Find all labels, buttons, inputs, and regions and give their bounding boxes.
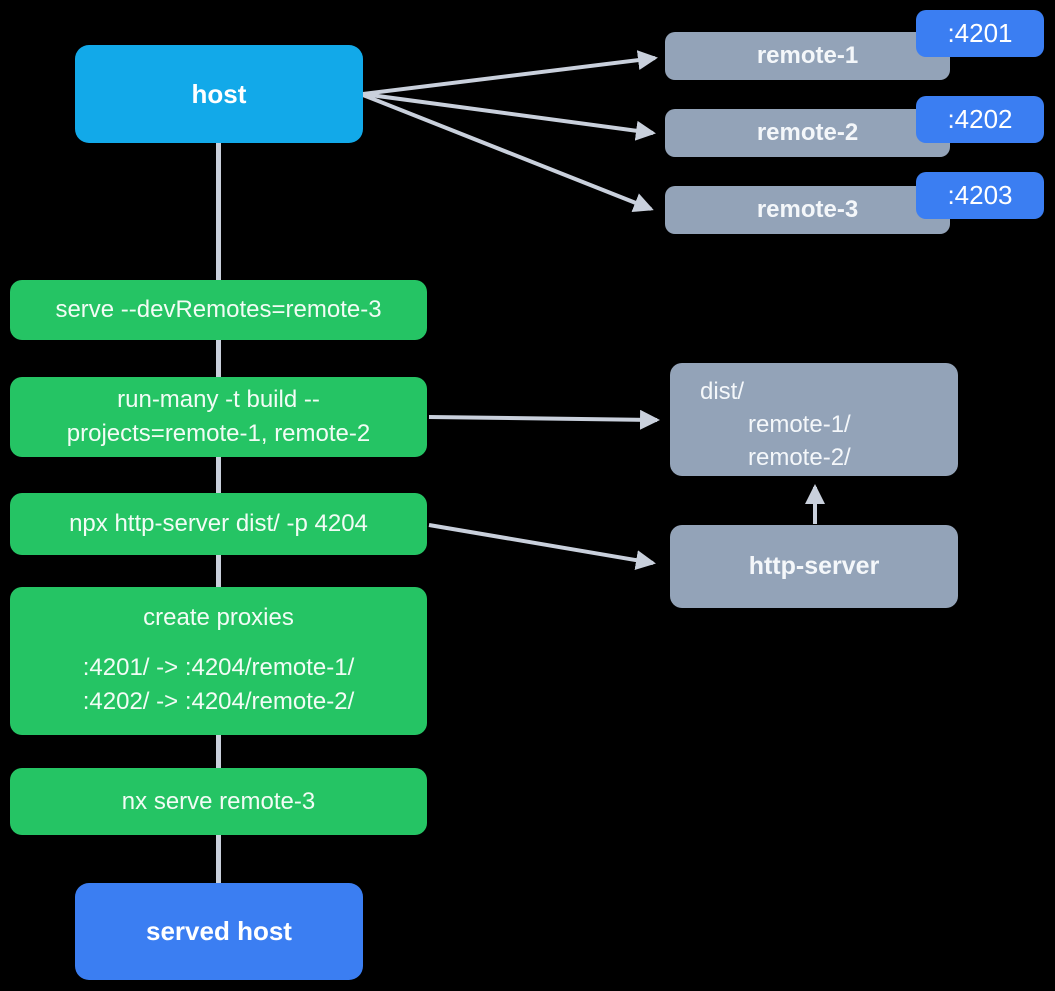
node-remote-2: remote-2 [665,109,950,157]
node-remote-3-label: remote-3 [756,196,859,223]
node-dist-folder: dist/ remote-1/ remote-2/ [670,363,958,476]
port-badge-4203-label: :4203 [947,180,1013,210]
step-serve-dev-remotes: serve --devRemotes=remote-3 [10,280,427,340]
node-served-host: served host [75,883,363,980]
step-npx-http-server-label: npx http-server dist/ -p 4204 [69,510,368,537]
step-npx-http-server: npx http-server dist/ -p 4204 [10,493,427,555]
dist-remote-1-line: remote-1/ [748,411,851,438]
step-nx-serve-remote-3-label: nx serve remote-3 [121,787,316,815]
node-host-label: host [191,78,247,109]
port-badge-4202-label: :4202 [947,104,1013,134]
node-host: host [75,45,363,143]
step-run-many-build-line-1: run-many -t build -- [117,386,320,413]
dist-root-line: dist/ [700,378,745,405]
node-remote-1-label: remote-1 [756,42,859,69]
node-http-server: http-server [670,525,958,608]
port-badge-4202: :4202 [916,96,1044,143]
node-served-host-label: served host [146,916,292,946]
node-remote-1: remote-1 [665,32,950,80]
node-remote-3: remote-3 [665,186,950,234]
edge-host-remote-3 [362,93,654,213]
port-badge-4201-label: :4201 [947,18,1013,48]
edge-npx-http-server [428,523,656,571]
step-nx-serve-remote-3: nx serve remote-3 [10,768,427,835]
step-create-proxies: create proxies :4201/ -> :4204/remote-1/… [10,587,427,735]
node-http-server-label: http-server [748,552,880,580]
proxy-rule-2: :4202/ -> :4204/remote-2/ [82,688,355,715]
proxy-rule-1: :4201/ -> :4204/remote-1/ [82,654,355,681]
step-create-proxies-rules: :4201/ -> :4204/remote-1/ :4202/ -> :420… [83,651,355,719]
edge-host-remote-2 [362,92,656,141]
step-create-proxies-title: create proxies [143,604,294,631]
step-serve-dev-remotes-label: serve --devRemotes=remote-3 [55,296,382,323]
edge-host-remote-1 [362,50,658,96]
dist-remote-2-line: remote-2/ [748,444,851,471]
node-remote-2-label: remote-2 [756,119,859,146]
port-badge-4201: :4201 [916,10,1044,57]
step-run-many-build-line-2: projects=remote-1, remote-2 [66,420,371,447]
edge-build-dist [428,409,660,430]
port-badge-4203: :4203 [916,172,1044,219]
step-run-many-build: run-many -t build -- projects=remote-1, … [10,377,427,457]
